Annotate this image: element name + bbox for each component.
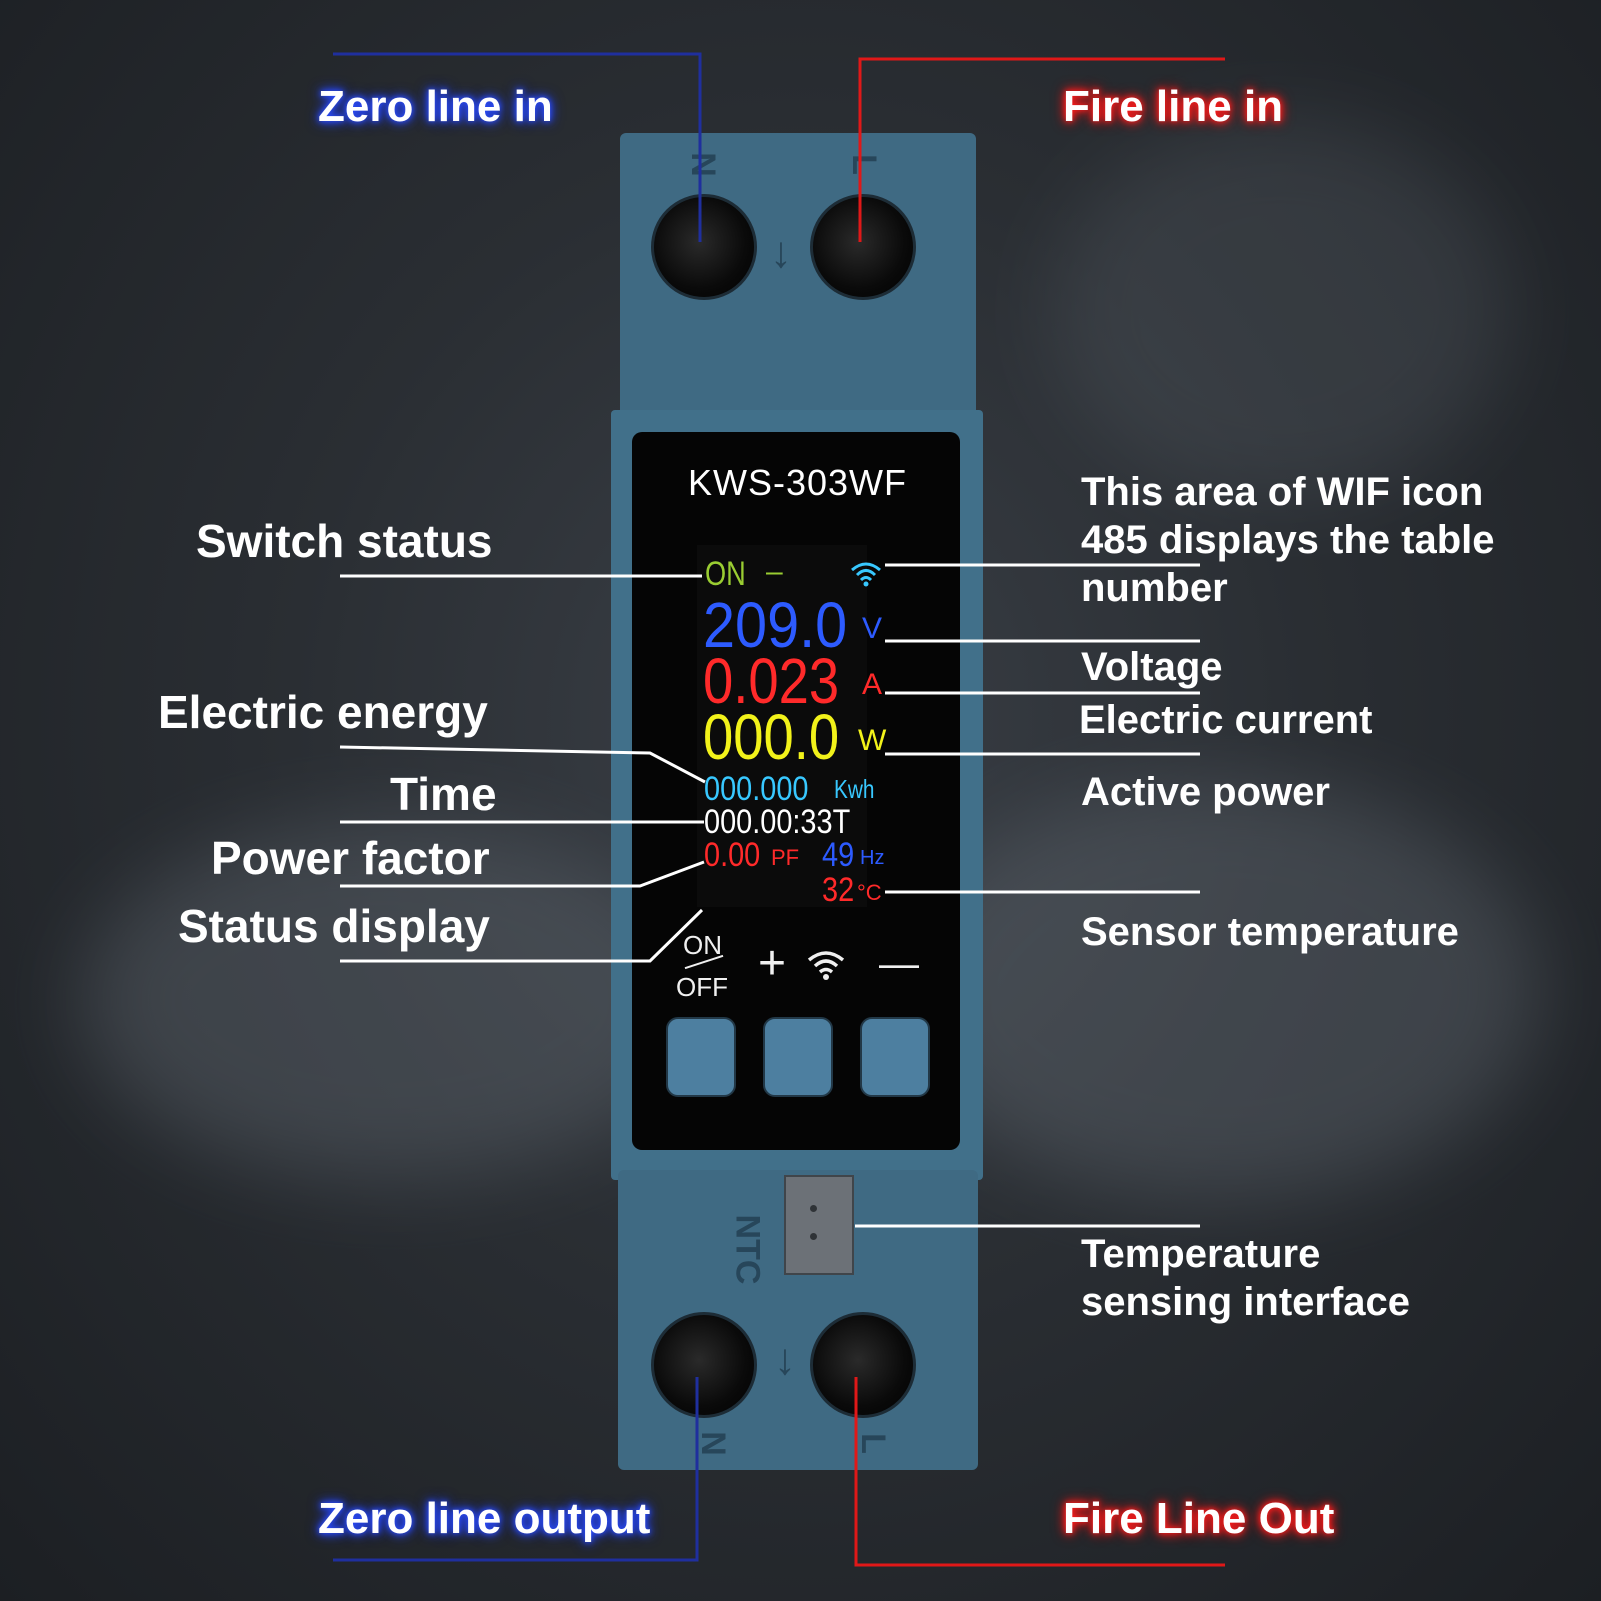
zero-line-in-leader (333, 52, 702, 242)
lcd-status-dash: – (766, 555, 783, 588)
arrow-down-icon: ↓ (770, 228, 792, 277)
background-fog (80, 820, 700, 1180)
lcd-screen (697, 545, 867, 907)
label-switch-status: Switch status (196, 515, 493, 567)
onoff-button[interactable] (666, 1017, 736, 1097)
status-display-leader (340, 908, 704, 963)
electric-energy-leader (339, 745, 706, 784)
ntc-port (784, 1175, 854, 1275)
wifi-icon (806, 948, 846, 987)
lcd-voltage: 209.0 (703, 589, 848, 661)
lcd-temperature-unit: °C (857, 880, 882, 905)
fire-line-in-leader (858, 57, 1225, 242)
lcd-energy: 000.000 (704, 770, 809, 808)
terminal-bottom-right (810, 1312, 916, 1418)
lcd-switch-state: ON (705, 555, 746, 593)
lcd-time: 000.00:33T (704, 803, 851, 841)
label-temp-interface-line1: Temperature (1081, 1232, 1321, 1276)
lcd-voltage-unit: V (862, 612, 883, 645)
label-sensor-temperature: Sensor temperature (1081, 910, 1459, 954)
label-electric-current: Electric current (1079, 698, 1373, 742)
terminal-top-left (651, 194, 757, 300)
label-time: Time (390, 768, 497, 820)
plus-wifi-button[interactable] (763, 1017, 833, 1097)
model-name: KWS-303WF (688, 462, 908, 503)
lcd-frequency: 49 (822, 836, 855, 874)
arrow-down-icon: ↓ (774, 1335, 796, 1384)
label-voltage: Voltage (1081, 645, 1223, 689)
minus-button[interactable] (860, 1017, 930, 1097)
terminal-bottom-left (651, 1312, 757, 1418)
ntc-port-pin (810, 1233, 817, 1240)
label-wifi-area-line2: 485 displays the table (1081, 518, 1495, 562)
label-fire-line-in: Fire line in (1063, 82, 1284, 131)
lcd-frequency-unit: Hz (860, 847, 885, 869)
label-zero-line-in: Zero line in (318, 82, 553, 131)
lcd-energy-unit: Kwh (834, 774, 875, 804)
label-wifi-area-line3: number (1081, 566, 1228, 610)
plus-icon: + (758, 937, 787, 990)
label-electric-energy: Electric energy (158, 686, 488, 738)
lcd-current: 0.023 (703, 645, 840, 717)
lcd-current-unit: A (862, 668, 883, 701)
power-factor-leader (340, 860, 705, 888)
zero-line-output-leader (333, 1377, 699, 1562)
label-status-display: Status display (178, 900, 490, 952)
label-active-power: Active power (1081, 770, 1330, 814)
lcd-power-factor-unit: PF (771, 845, 800, 870)
label-power-factor: Power factor (211, 832, 490, 884)
onoff-label-on: ON (683, 930, 722, 960)
ntc-port-pin (810, 1205, 817, 1212)
label-wifi-area-line1: This area of WIF icon (1081, 470, 1484, 514)
lcd-wifi-icon (850, 560, 882, 593)
lcd-power: 000.0 (703, 701, 840, 773)
fire-line-out-leader (854, 1377, 1225, 1567)
lcd-temperature: 32 (822, 871, 855, 909)
onoff-label-off: OFF (676, 972, 728, 1002)
label-zero-line-output: Zero line output (318, 1494, 651, 1543)
lcd-power-factor: 0.00 (704, 836, 761, 874)
minus-icon: — (879, 942, 919, 986)
terminal-top-right (810, 194, 916, 300)
background-fog (1050, 120, 1510, 500)
label-temp-interface-line2: sensing interface (1081, 1280, 1411, 1324)
lcd-power-unit: W (858, 724, 887, 757)
label-fire-line-out: Fire Line Out (1063, 1494, 1335, 1543)
background-fog (900, 780, 1540, 1200)
